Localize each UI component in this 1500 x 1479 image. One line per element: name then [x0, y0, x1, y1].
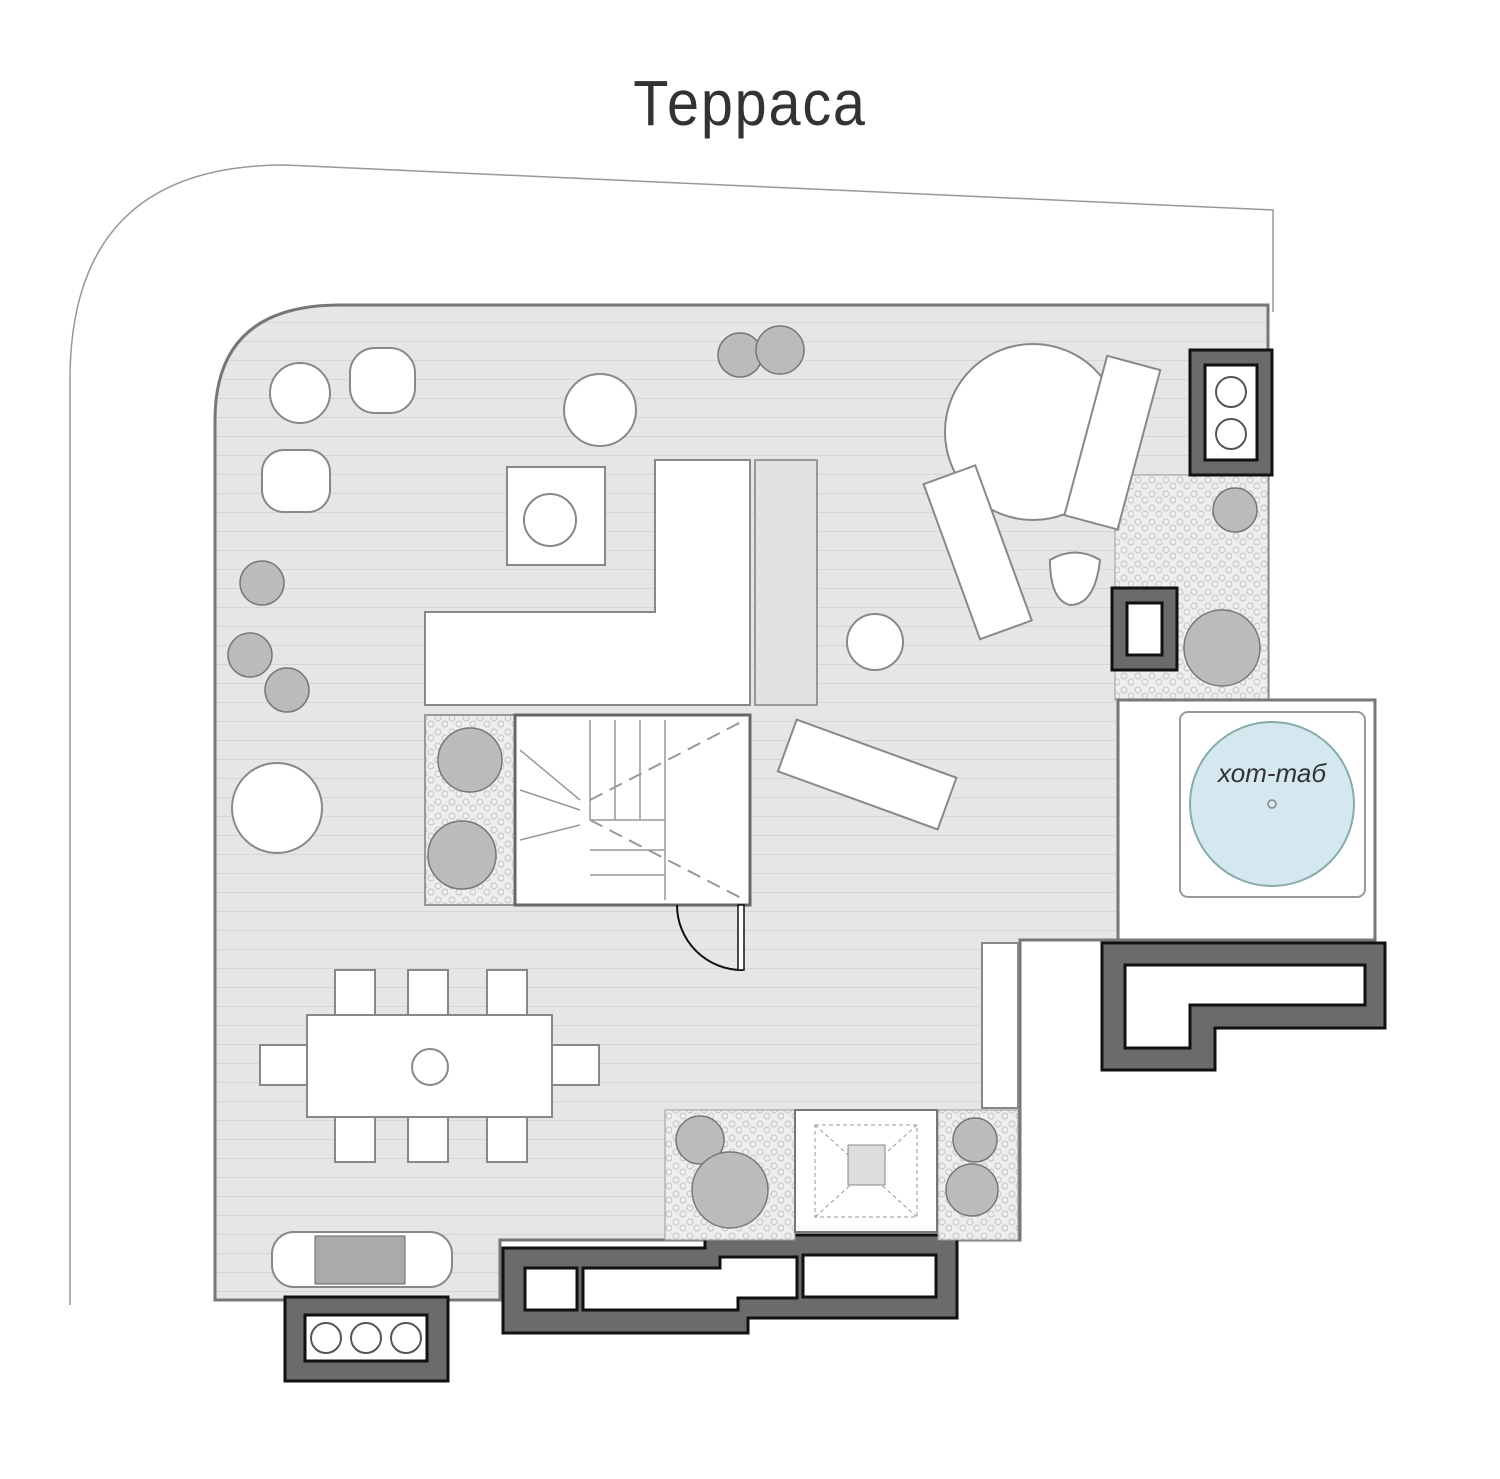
hot-tub[interactable] [1189, 721, 1355, 887]
wall-right-lower [1100, 941, 1387, 1072]
hot-tub-label: хот-таб [1216, 758, 1327, 788]
planter-hedge [754, 459, 818, 706]
lift [794, 1109, 938, 1233]
outdoor-kitchen [981, 942, 1019, 1109]
stair-door[interactable] [737, 904, 745, 971]
wall-column [1110, 586, 1179, 672]
site-boundary [69, 164, 1274, 1305]
wall-top-right [1188, 348, 1274, 477]
plants [227, 325, 1261, 1229]
plan-title: Терраса [633, 67, 867, 139]
wall-bottom [501, 1233, 959, 1335]
staircase [424, 713, 752, 972]
furniture [231, 343, 1162, 1288]
wall-bottom-left [283, 1295, 450, 1383]
